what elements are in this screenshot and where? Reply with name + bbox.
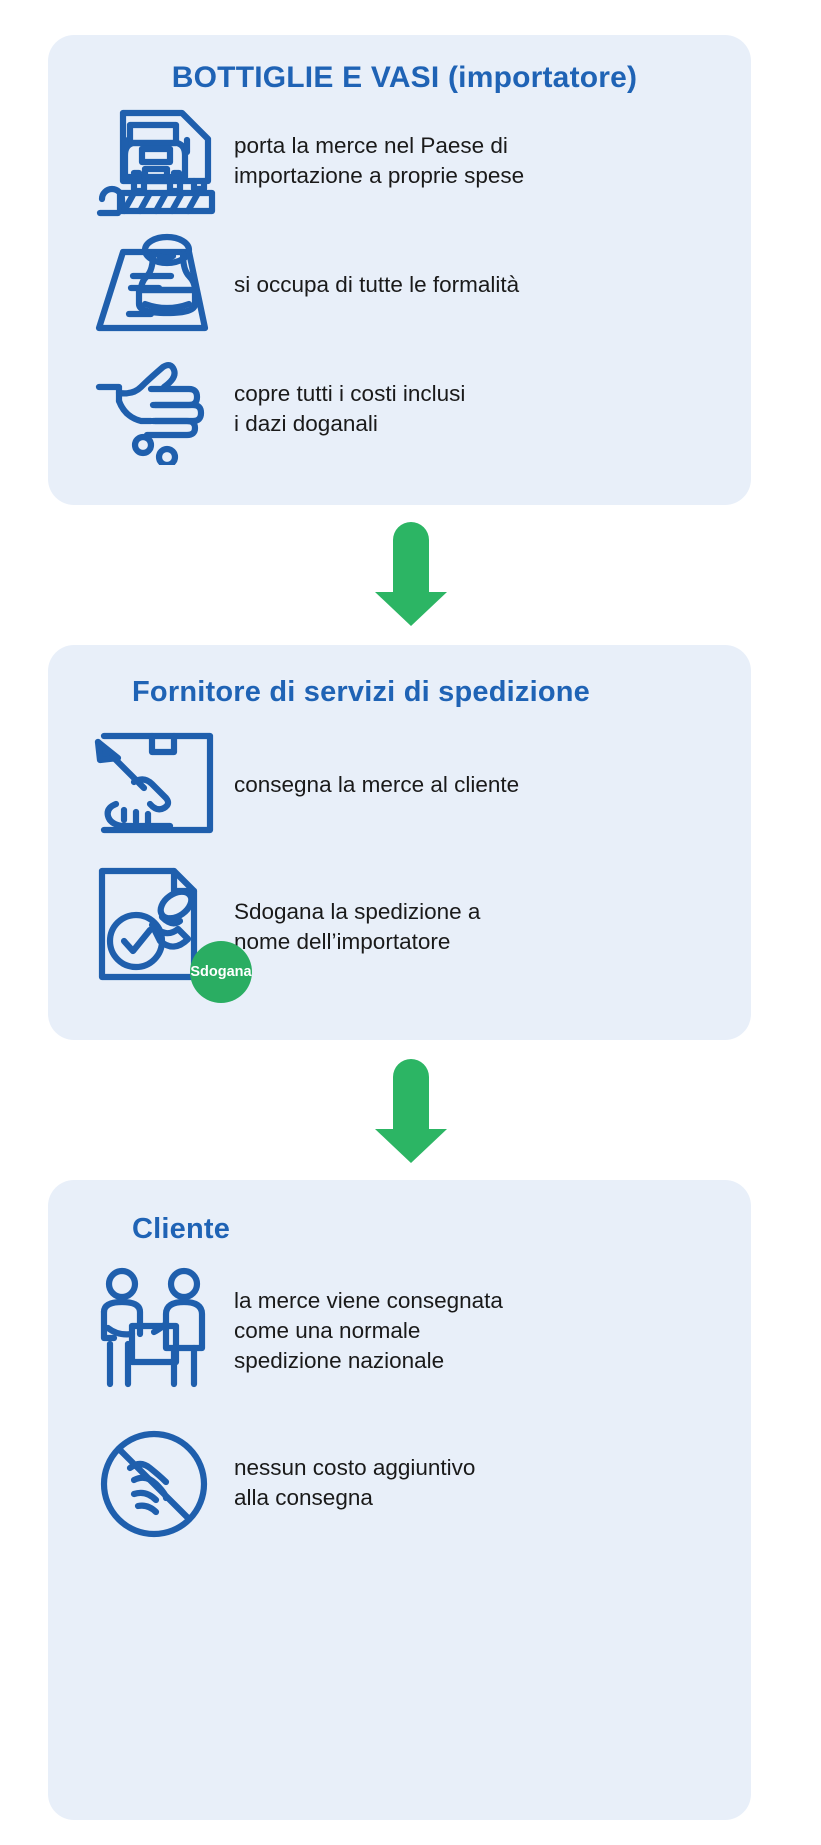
- no-extra-fee-icon: [82, 1423, 230, 1543]
- card-customer-row-1-text: la merce viene consegnata come una norma…: [234, 1287, 503, 1373]
- sdogana-badge: Sdogana: [190, 940, 252, 1003]
- card-shipping-provider: Fornitore di servizi di spedizione: [48, 645, 751, 1040]
- card-customer-row-1: la merce viene consegnata come una norma…: [82, 1256, 717, 1406]
- hand-coins-icon: [82, 349, 230, 469]
- stamp-document-icon: [82, 225, 230, 345]
- card-importer-row-3-text: copre tutti i costi inclusi i dazi dogan…: [234, 380, 466, 436]
- card-importer-row-1: porta la merce nel Paese di importazione…: [82, 100, 717, 222]
- card-shipping-provider-row-1-text: consegna la merce al cliente: [234, 771, 520, 797]
- card-shipping-provider-row-1: consegna la merce al cliente: [82, 715, 717, 855]
- card-importer-row-2: si occupa di tutte le formalità: [82, 224, 717, 346]
- arrow-down-1: [361, 518, 461, 628]
- customs-clearance-stamp-icon: Sdogana: [82, 867, 252, 1003]
- card-importer-title: BOTTIGLIE E VASI (importatore): [171, 61, 638, 94]
- card-importer-row-3: copre tutti i costi inclusi i dazi dogan…: [82, 348, 717, 470]
- card-importer: BOTTIGLIE E VASI (importatore): [48, 35, 751, 505]
- hand-package-delivery-icon: [82, 725, 230, 845]
- two-people-delivery-icon: [82, 1267, 230, 1391]
- truck-barrier-icon: [82, 101, 230, 221]
- card-importer-row-1-text: porta la merce nel Paese di importazione…: [234, 132, 525, 188]
- card-customer-title: Cliente: [132, 1213, 231, 1245]
- card-shipping-provider-title: Fornitore di servizi di spedizione: [132, 676, 590, 708]
- card-shipping-provider-row-2: Sdogana Sdogana la spedizione a nome del…: [82, 857, 717, 1003]
- arrow-down-2: [361, 1055, 461, 1165]
- card-customer-row-2-text: nessun costo aggiuntivo alla consegna: [234, 1454, 476, 1510]
- card-customer: Cliente: [48, 1180, 751, 1820]
- card-customer-row-2: nessun costo aggiuntivo alla consegna: [82, 1408, 717, 1558]
- card-shipping-provider-row-2-text: Sdogana la spedizione a nome dell’import…: [234, 898, 481, 954]
- card-importer-row-2-text: si occupa di tutte le formalità: [234, 271, 520, 297]
